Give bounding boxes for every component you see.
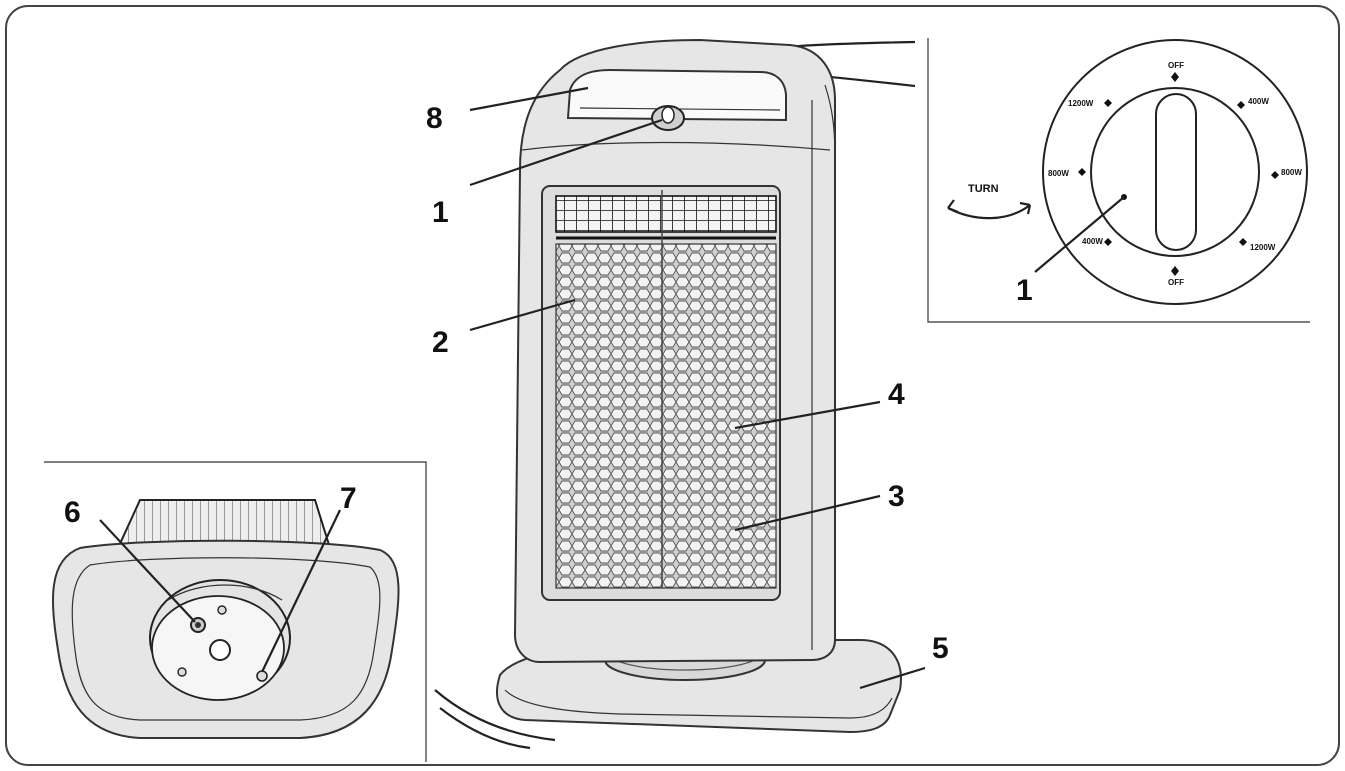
dial-800w-right: 800W (1281, 168, 1302, 177)
dial-inset: TURN OFF 400W 800W 1200W OFF 400W 800W 1… (927, 38, 1310, 323)
dial-1200w-left: 1200W (1068, 99, 1094, 108)
leader-lines (469, 86, 926, 690)
screw-7 (256, 670, 268, 682)
top-vent (555, 195, 777, 233)
turn-label: TURN (968, 183, 999, 195)
callout-7: 7 (340, 482, 357, 515)
callout-4: 4 (888, 378, 905, 411)
carry-handle (566, 68, 787, 122)
dial-800w-left: 800W (1048, 169, 1069, 178)
dial-grip (1155, 93, 1197, 251)
callout-8: 8 (426, 102, 443, 135)
heater-main (434, 38, 916, 750)
power-cord-bottom (434, 689, 556, 742)
dial-off-top: OFF (1168, 61, 1184, 70)
dial-400w: 400W (1248, 97, 1269, 106)
callout-5: 5 (932, 632, 949, 665)
dial-off-bottom: OFF (1168, 278, 1184, 287)
dial-400w-left: 400W (1082, 237, 1103, 246)
callout-6: 6 (64, 496, 81, 529)
callout-2: 2 (432, 326, 449, 359)
callout-1: 1 (432, 196, 449, 229)
center-hole (209, 639, 231, 661)
callout-1-inset: 1 (1016, 274, 1033, 307)
protective-grille (555, 243, 777, 589)
dial-1200w-right: 1200W (1250, 243, 1276, 252)
bottom-inset: 6 7 (44, 461, 427, 762)
callout-3: 3 (888, 480, 905, 513)
